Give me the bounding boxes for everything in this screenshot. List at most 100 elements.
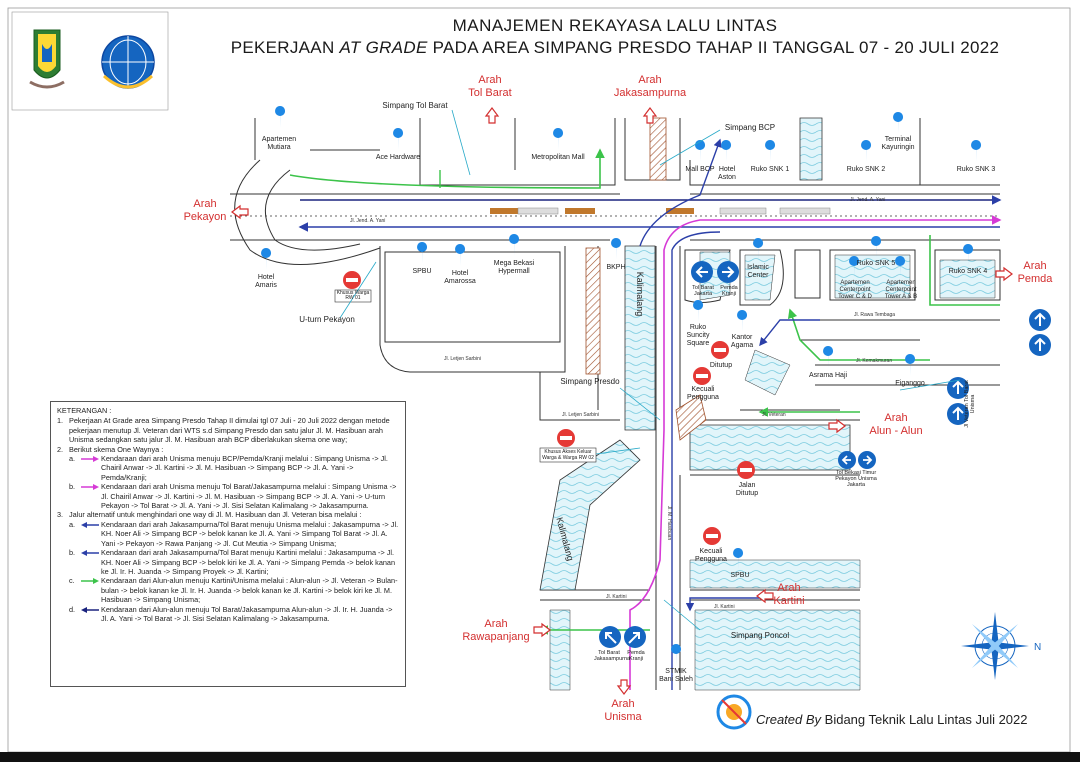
construction-zone: [585, 117, 707, 441]
arrow-rawapanjang: [533, 622, 551, 638]
page-title: MANAJEMEN REKAYASA LALU LINTAS: [452, 16, 778, 35]
road-m-hasibuan: Jl. M. Hasibuan: [666, 505, 673, 541]
label-bkph: BKPH: [606, 264, 626, 271]
pin-mega-bekasi: [509, 234, 520, 256]
arrow-unisma: [616, 679, 632, 695]
pin-islamic-center: [753, 238, 764, 260]
pin-stmik: [671, 644, 682, 666]
road-barriers: [490, 207, 831, 215]
label-spbu-2: SPBU: [730, 572, 750, 579]
label-eiganggo: Eiganggo: [895, 380, 925, 387]
pin-spbu-2: [733, 548, 744, 570]
legend-item-3c: c.Kendaraan dari Alun-alun menuju Kartin…: [69, 576, 398, 605]
legend-header: KETERANGAN :: [57, 406, 112, 415]
pin-hotel-amaris: [261, 248, 272, 270]
label-ruko-suncity: Ruko Suncity Square: [686, 324, 710, 347]
route-green-right: [790, 235, 1000, 361]
pin-metropolitan: [553, 128, 564, 150]
road-ayani-1: Jl. Jend. A. Yani: [350, 218, 386, 224]
label-metropolitan-mall: Metropolitan Mall: [531, 154, 585, 161]
label-spbu: SPBU: [412, 268, 432, 275]
svg-text:N: N: [1034, 642, 1041, 653]
pin-apartemen-cd: [849, 256, 860, 278]
pin-terminal: [893, 112, 904, 134]
pin-apartemen-ab: [895, 256, 906, 278]
label-kantor-agama: Kantor Agama: [730, 334, 754, 349]
label-mega-bekasi: Mega Bekasi Hypermall: [493, 260, 535, 275]
arrow-pekayon: [231, 204, 249, 220]
label-tol-barat-jaka: Tol Barat Jakarta: [692, 285, 714, 297]
route-blue-kartini: [685, 597, 760, 612]
arrow-tol-barat: [484, 107, 500, 124]
label-apartemen-ab: Apartemen Centerpoint Tower A & B: [884, 280, 918, 300]
pin-ace-hardware: [393, 128, 404, 150]
label-ruko-snk-5: Ruko SNK 5: [856, 260, 896, 267]
label-jl-veteran-tol: Jl Veteran Tol Barat Unisma: [964, 380, 976, 428]
road-kartini-1: Jl. Kartini: [606, 594, 627, 600]
label-terminal: Terminal Kayuringin: [881, 136, 915, 151]
legend-item-3b: b.Kendaraan dari arah Jakasampurna/Tol B…: [69, 548, 396, 576]
pin-eiganggo: [905, 354, 916, 376]
pin-apartemen-mutiara: [275, 106, 286, 128]
compass-rose: N: [961, 612, 1041, 680]
label-mall-bcp: Mall BCP: [685, 166, 715, 173]
pin-ruko-suncity: [693, 300, 704, 322]
credit-line: Created By Bidang Teknik Lalu Lintas Jul…: [756, 712, 1028, 727]
legend-item-2: 2.Berikut skema One Waynya :: [57, 444, 164, 454]
label-simpang-presdo: Simpang Presdo: [560, 377, 620, 386]
no-entry-signs: [343, 271, 755, 545]
pin-ruko-snk-5: [871, 236, 882, 258]
arrow-pemda: [995, 266, 1013, 282]
pin-ruko-snk-4: [963, 244, 974, 266]
label-pemda-kranji: Pemda Kranji: [627, 650, 645, 662]
pin-hotel-amarossa: [455, 244, 466, 266]
road-sarbini-1: Jl. Letjen Sarbini: [444, 356, 481, 362]
label-hotel-amarossa: Hotel Amarossa: [444, 270, 476, 285]
pin-bkph: [611, 238, 622, 260]
regency-logo: [29, 29, 65, 89]
label-tol-barat-jakasampurna: Tol Barat Jakasampurna: [594, 650, 631, 662]
label-ruko-snk-4: Ruko SNK 4: [948, 268, 988, 275]
pin-ruko-snk-1: [765, 140, 776, 162]
road-rawa-tembaga: Jl. Rawa Tembaga: [854, 312, 896, 318]
label-ditutup: Ditutup: [709, 362, 733, 369]
pin-ruko-snk-3: [971, 140, 982, 162]
label-islamic-center: Islamic Center: [747, 264, 769, 279]
label-ruko-snk-2: Ruko SNK 2: [846, 166, 886, 173]
label-u-turn-pekayon: U-turn Pekayon: [299, 315, 355, 324]
road-sarbini-2: Jl. Letjen Sarbini: [562, 412, 599, 418]
label-ace-hardware: Ace Hardware: [375, 154, 421, 161]
route-green-top: [289, 148, 605, 189]
route-blue-rawa: [759, 319, 820, 347]
label-simpang-bcp: Simpang BCP: [724, 123, 776, 132]
road-kartini-2: Jl. Kartini: [714, 604, 735, 610]
label-tol-bekasi-timur: Tol Bekasi Timur Pekayon Unisma Jakarta: [835, 470, 877, 488]
route-blue-bcp: [639, 138, 722, 247]
page-subtitle: PEKERJAAN AT GRADE PADA AREA SIMPANG PRE…: [230, 38, 1000, 57]
label-apartemen-cd: Apartemen Centerpoint Tower C & D: [838, 280, 872, 300]
pin-kantor-agama: [737, 310, 748, 332]
label-pemda-kranji-2: Pemda Kranji: [720, 285, 738, 297]
bottom-bar: [0, 752, 1080, 762]
label-hotel-aston: Hotel Aston: [718, 166, 736, 181]
direction-signs: [599, 261, 1051, 648]
route-blue-hasibuan: [671, 231, 721, 690]
label-khusus-warga-2: Khusus Akses Keluar Warga & Warga RW 02: [542, 449, 594, 461]
arrow-kartini: [756, 588, 774, 604]
label-ruko-snk-3: Ruko SNK 3: [956, 166, 996, 173]
label-simpang-poncol: Simpang Poncol: [730, 631, 790, 640]
credit-logo: [716, 694, 752, 730]
legend-item-2a: a.Kendaraan dari arah Unisma menuju BCP/…: [69, 454, 388, 482]
label-khusus-warga-1: Khusus Warga RW 01: [336, 290, 370, 301]
road-veteran: Jl. Veteran: [762, 412, 786, 418]
legend-item-3: 3.Jalur alternatif untuk menghindari one…: [57, 510, 362, 520]
legend-item-1: 1.Pekerjaan At Grade area Simpang Presdo…: [57, 416, 390, 445]
legend-item-3a: a.Kendaraan dari arah Jakasampurna/Tol B…: [69, 519, 399, 548]
